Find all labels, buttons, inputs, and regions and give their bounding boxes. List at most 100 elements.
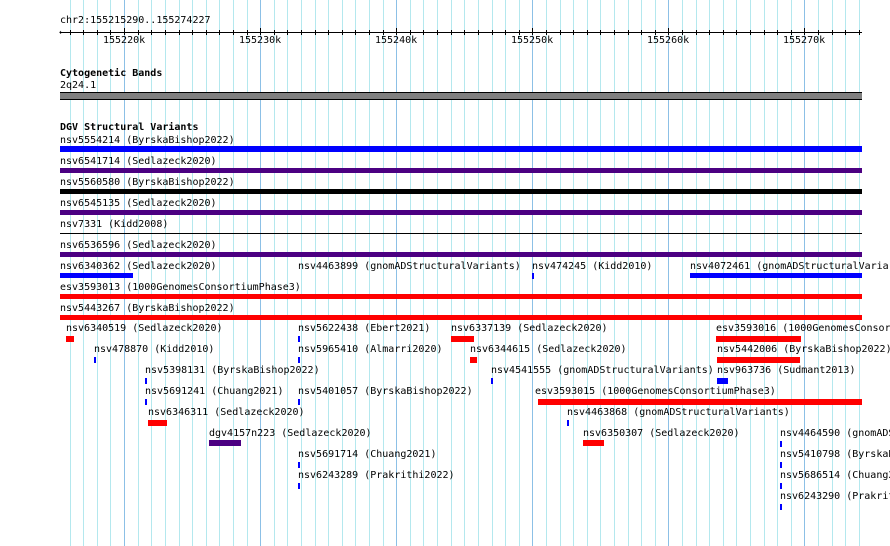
feature-label[interactable]: esv3593015 (1000GenomesConsortiumPhase3) xyxy=(535,386,776,397)
cytoband-bar[interactable] xyxy=(60,92,862,100)
feature-label[interactable]: nsv5554214 (ByrskaBishop2022) xyxy=(60,135,235,146)
grid-line xyxy=(628,0,629,546)
variant-feature-bar[interactable] xyxy=(60,294,862,299)
feature-label[interactable]: nsv5691714 (Chuang2021) xyxy=(298,449,437,460)
variant-feature-bar[interactable] xyxy=(298,336,300,342)
feature-label[interactable]: nsv6346311 (Sedlazeck2020) xyxy=(148,407,305,418)
grid-line xyxy=(437,0,438,546)
grid-line xyxy=(383,0,384,546)
feature-label[interactable]: nsv478870 (Kidd2010) xyxy=(94,344,215,355)
variant-feature-bar[interactable] xyxy=(298,399,300,405)
ruler-tick xyxy=(410,30,411,35)
feature-label[interactable]: nsv4463899 (gnomADStructuralVariants) xyxy=(298,261,521,272)
variant-feature-bar[interactable] xyxy=(60,233,862,234)
left-arrow-icon: ← xyxy=(59,27,66,38)
feature-label[interactable]: nsv5442006 (ByrskaBishop2022) xyxy=(717,344,890,355)
variant-feature-bar[interactable] xyxy=(298,462,300,468)
feature-label[interactable]: nsv5398131 (ByrskaBishop2022) xyxy=(145,365,320,376)
ruler-tick xyxy=(451,30,452,35)
variant-feature-bar[interactable] xyxy=(491,378,493,384)
variant-feature-bar[interactable] xyxy=(60,189,862,194)
ruler-tick-label: 155250k xyxy=(511,35,554,46)
cytobands-track-title[interactable]: Cytogenetic Bands xyxy=(60,68,163,79)
variant-feature-bar[interactable] xyxy=(298,357,300,363)
variant-feature-bar[interactable] xyxy=(60,315,862,320)
grid-line xyxy=(206,0,207,546)
grid-line xyxy=(423,0,424,546)
variant-feature-bar[interactable] xyxy=(470,357,477,363)
variant-feature-bar[interactable] xyxy=(583,440,604,446)
variant-feature-bar[interactable] xyxy=(717,378,728,384)
variant-feature-bar[interactable] xyxy=(716,336,801,342)
variant-feature-bar[interactable] xyxy=(148,420,167,426)
feature-label[interactable]: nsv4072461 (gnomADStructuralVariar xyxy=(690,261,890,272)
ruler-tick xyxy=(464,30,465,35)
feature-label[interactable]: nsv6340519 (Sedlazeck2020) xyxy=(66,323,223,334)
ruler-tick xyxy=(546,30,547,35)
feature-label[interactable]: nsv6243289 (Prakrithi2022) xyxy=(298,470,455,481)
feature-label[interactable]: nsv7331 (Kidd2008) xyxy=(60,219,169,230)
feature-label[interactable]: nsv4464590 (gnomADS xyxy=(780,428,890,439)
variant-feature-bar[interactable] xyxy=(60,168,862,173)
variant-feature-bar[interactable] xyxy=(532,273,534,279)
variant-feature-bar[interactable] xyxy=(60,273,133,278)
variant-feature-bar[interactable] xyxy=(451,336,474,342)
variant-feature-bar[interactable] xyxy=(60,146,862,152)
grid-line xyxy=(301,0,302,546)
feature-label[interactable]: nsv6344615 (Sedlazeck2020) xyxy=(470,344,627,355)
ruler-tick xyxy=(492,30,493,35)
feature-label[interactable]: nsv5410798 (ByrskaB xyxy=(780,449,890,460)
feature-label[interactable]: dgv4157n223 (Sedlazeck2020) xyxy=(209,428,372,439)
feature-label[interactable]: nsv6243290 (Prakrit xyxy=(780,491,890,502)
variant-feature-bar[interactable] xyxy=(780,462,782,468)
variant-feature-bar[interactable] xyxy=(60,252,862,257)
variant-feature-bar[interactable] xyxy=(145,378,147,384)
feature-label[interactable]: nsv963736 (Sudmant2013) xyxy=(717,365,856,376)
ruler-tick xyxy=(505,30,506,35)
grid-line xyxy=(165,0,166,546)
variant-feature-bar[interactable] xyxy=(145,399,147,405)
variant-feature-bar[interactable] xyxy=(780,504,782,510)
variant-feature-bar[interactable] xyxy=(780,483,782,489)
feature-label[interactable]: esv3593016 (1000GenomesConsor xyxy=(716,323,890,334)
ruler-axis[interactable] xyxy=(60,32,862,33)
variant-feature-bar[interactable] xyxy=(94,357,96,363)
ruler-tick xyxy=(328,30,329,35)
feature-label[interactable]: nsv5443267 (ByrskaBishop2022) xyxy=(60,303,235,314)
variant-feature-bar[interactable] xyxy=(567,420,569,426)
feature-label[interactable]: nsv5686514 (Chuang2 xyxy=(780,470,890,481)
feature-label[interactable]: nsv5691241 (Chuang2021) xyxy=(145,386,284,397)
feature-label[interactable]: nsv5560580 (ByrskaBishop2022) xyxy=(60,177,235,188)
ruler-tick xyxy=(110,30,111,35)
feature-label[interactable]: nsv474245 (Kidd2010) xyxy=(532,261,653,272)
variant-feature-bar[interactable] xyxy=(690,273,862,278)
ruler-tick xyxy=(301,30,302,35)
grid-line xyxy=(179,0,180,546)
feature-label[interactable]: nsv6541714 (Sedlazeck2020) xyxy=(60,156,217,167)
variant-feature-bar[interactable] xyxy=(60,210,862,215)
ruler-tick xyxy=(655,30,656,35)
feature-label[interactable]: nsv5965410 (Almarri2020) xyxy=(298,344,443,355)
ruler-tick xyxy=(519,30,520,35)
feature-label[interactable]: nsv5401057 (ByrskaBishop2022) xyxy=(298,386,473,397)
feature-label[interactable]: nsv6545135 (Sedlazeck2020) xyxy=(60,198,217,209)
grid-line xyxy=(274,0,275,546)
feature-label[interactable]: nsv4463868 (gnomADStructuralVariants) xyxy=(567,407,790,418)
feature-label[interactable]: nsv4541555 (gnomADStructuralVariants) xyxy=(491,365,714,376)
feature-label[interactable]: nsv5622438 (Ebert2021) xyxy=(298,323,431,334)
feature-label[interactable]: nsv6337139 (Sedlazeck2020) xyxy=(451,323,608,334)
dgv-track-title[interactable]: DGV Structural Variants xyxy=(60,122,199,133)
variant-feature-bar[interactable] xyxy=(66,336,74,342)
feature-label[interactable]: nsv6340362 (Sedlazeck2020) xyxy=(60,261,217,272)
variant-feature-bar[interactable] xyxy=(538,399,862,405)
variant-feature-bar[interactable] xyxy=(717,357,800,363)
feature-label[interactable]: nsv6350307 (Sedlazeck2020) xyxy=(583,428,740,439)
feature-label[interactable]: esv3593013 (1000GenomesConsortiumPhase3) xyxy=(60,282,301,293)
variant-feature-bar[interactable] xyxy=(298,483,300,489)
variant-feature-bar[interactable] xyxy=(209,440,241,446)
variant-feature-bar[interactable] xyxy=(780,441,782,447)
ruler-tick xyxy=(369,30,370,35)
feature-label[interactable]: nsv6536596 (Sedlazeck2020) xyxy=(60,240,217,251)
grid-line xyxy=(151,0,152,546)
